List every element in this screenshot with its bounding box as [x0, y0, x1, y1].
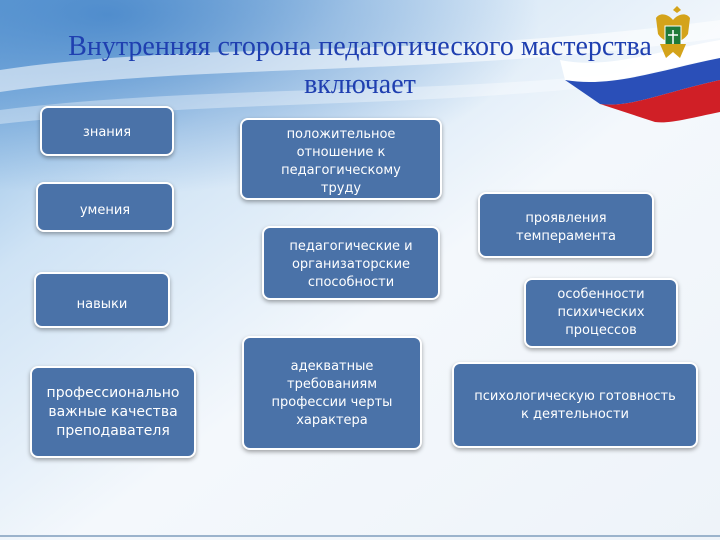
box-abilities: педагогические и организаторские способн… [262, 226, 440, 300]
box-knowledge-label: знания [46, 110, 168, 142]
box-skills-label: умения [42, 186, 168, 220]
slide-title: Внутренняя сторона педагогического масте… [10, 28, 710, 104]
box-readiness-label: психологическую готовность к деятельност… [458, 366, 692, 424]
box-qualities: профессионально важные качества преподав… [30, 366, 196, 458]
box-readiness: психологическую готовность к деятельност… [452, 362, 698, 448]
box-traits: адекватные требованиям профессии черты х… [242, 336, 422, 450]
box-habits-label: навыки [40, 276, 164, 314]
box-skills: умения [36, 182, 174, 232]
box-traits-label: адекватные требованиям профессии черты х… [248, 340, 416, 430]
box-attitude: положительное отношение к педагогическом… [240, 118, 442, 200]
box-temperament: проявления темперамента [478, 192, 654, 258]
box-habits: навыки [34, 272, 170, 328]
box-attitude-label: положительное отношение к педагогическом… [246, 122, 436, 198]
box-temperament-label: проявления темперамента [484, 196, 648, 246]
box-mental-label: особенности психических процессов [530, 282, 672, 340]
box-mental: особенности психических процессов [524, 278, 678, 348]
box-abilities-label: педагогические и организаторские способн… [268, 230, 434, 292]
box-knowledge: знания [40, 106, 174, 156]
box-qualities-label: профессионально важные качества преподав… [36, 370, 190, 441]
